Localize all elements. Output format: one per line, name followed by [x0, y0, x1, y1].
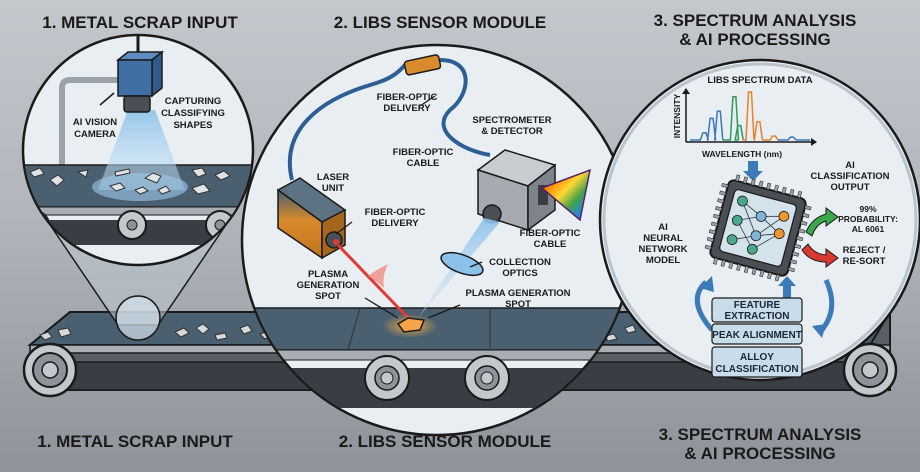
fiber-delivery-top-2: DELIVERY — [383, 103, 431, 114]
ai-output-label-3: OUTPUT — [830, 182, 869, 193]
capture-label-line2: CLASSIFYING — [161, 108, 225, 119]
section2-magnifier: FIBER-OPTIC DELIVERY FIBER-OPTIC CABLE S… — [240, 43, 634, 437]
spectrum-peak-0 — [690, 132, 710, 141]
belt-section2 — [243, 307, 631, 351]
probability-label-3: AL 6061 — [852, 224, 885, 234]
camera-label-line1: AI VISION — [73, 117, 117, 128]
step-1-line1: FEATURE — [734, 300, 781, 311]
spectrum-peak-5 — [743, 91, 755, 141]
capture-label-line3: SHAPES — [173, 120, 212, 131]
laser-unit-label-1: LASER — [317, 172, 349, 183]
down-arrow-icon — [743, 171, 763, 181]
plasma-sample — [396, 317, 426, 333]
fiber-cable-right-2: CABLE — [534, 239, 567, 250]
fiber-optic-cable-left — [288, 63, 407, 181]
spectrum-peak-8 — [778, 136, 797, 141]
spectrum-peak-7 — [762, 135, 779, 141]
fiber-cable-right-1: FIBER-OPTIC — [520, 228, 581, 239]
nn-label-1: AI — [658, 222, 668, 233]
spectrometer-label-1: SPECTROMETER — [472, 115, 551, 126]
collection-optics-label-1: COLLECTION — [489, 257, 551, 268]
plasma-left-label-2: GENERATION — [297, 280, 360, 291]
section1-top-title: 1. METAL SCRAP INPUT — [42, 13, 238, 32]
section3-bottom-title-line1: 3. SPECTRUM ANALYSIS — [659, 425, 862, 444]
collection-optics-lens — [440, 251, 484, 277]
ai-output-label-2: CLASSIFICATION — [811, 171, 890, 182]
collection-optics-label-2: OPTICS — [502, 268, 537, 279]
plasma-left-label-1: PLASMA — [308, 269, 348, 280]
spectrometer-label-2: & DETECTOR — [481, 126, 543, 137]
reject-label-1: REJECT / — [843, 245, 886, 256]
plasma-right-label-2: SPOT — [505, 299, 531, 310]
fiber-cable-label-2: CABLE — [407, 158, 440, 169]
spectrum-title: LIBS SPECTRUM DATA — [707, 75, 812, 86]
section1-magnifier: AI VISION CAMERA CAPTURING CLASSIFYING S… — [21, 33, 255, 341]
fiber-delivery-mid-1: FIBER-OPTIC — [365, 207, 426, 218]
laser-beam — [336, 243, 414, 324]
nn-label-3: NETWORK — [638, 244, 687, 255]
fiber-cable-label-1: FIBER-OPTIC — [393, 147, 454, 158]
reject-arrow-icon — [801, 243, 839, 268]
laser-unit-label-2: UNIT — [322, 183, 344, 194]
y-axis-label: INTENSITY — [672, 93, 682, 138]
step-feature-extraction: FEATURE EXTRACTION — [711, 297, 803, 323]
probability-label-1: 99% — [859, 204, 876, 214]
section3-top-title-line1: 3. SPECTRUM ANALYSIS — [654, 11, 857, 30]
step-alloy-classification: ALLOY CLASSIFICATION — [711, 346, 803, 378]
camera-label-line2: CAMERA — [74, 129, 116, 140]
step-1-line2: EXTRACTION — [725, 311, 790, 322]
camera-light-cone — [98, 110, 185, 190]
spectrum-peak-6 — [753, 121, 764, 141]
nn-label-2: NEURAL — [643, 233, 683, 244]
step-2-line1: PEAK ALIGNMENT — [712, 330, 802, 341]
step-3-line2: CLASSIFICATION — [715, 364, 798, 375]
section2-top-title: 2. LIBS SENSOR MODULE — [334, 13, 547, 32]
spectrum-peak-1 — [706, 117, 717, 141]
plasma-left-label-3: SPOT — [315, 291, 341, 302]
spectrum-peak-2 — [713, 110, 724, 141]
capture-label-line1: CAPTURING — [165, 96, 221, 107]
reject-label-2: RE-SORT — [843, 256, 886, 267]
section3-bottom-title-line2: & AI PROCESSING — [684, 444, 835, 463]
ai-vision-camera-icon — [115, 50, 165, 113]
step-peak-alignment: PEAK ALIGNMENT — [711, 323, 803, 345]
fiber-delivery-top-1: FIBER-OPTIC — [377, 92, 438, 103]
fiber-connector — [403, 54, 442, 76]
probability-label-2: PROBABILITY: — [838, 214, 898, 224]
section1-bottom-title: 1. METAL SCRAP INPUT — [37, 432, 233, 451]
fiber-optic-cable-right — [439, 58, 491, 157]
up-arrow-icon — [778, 276, 796, 286]
section2-bottom-title: 2. LIBS SENSOR MODULE — [339, 432, 552, 451]
prism-icon — [540, 168, 592, 222]
section3-top-title-line2: & AI PROCESSING — [679, 30, 830, 49]
fiber-delivery-mid-2: DELIVERY — [371, 218, 419, 229]
ai-output-label-1: AI — [845, 160, 855, 171]
plasma-right-label-1: PLASMA GENERATION — [465, 288, 570, 299]
spectrum-peak-3 — [722, 96, 740, 141]
nn-label-4: MODEL — [646, 255, 681, 266]
x-axis-label: WAVELENGTH (nm) — [702, 149, 782, 159]
magnifier-lens-small — [115, 295, 161, 341]
camera-pointer-arrow — [99, 92, 115, 106]
accept-arrow-icon — [805, 207, 839, 237]
spectrum-peak-4 — [734, 124, 744, 141]
ai-chip-icon — [704, 174, 812, 282]
libs-spectrum-chart: LIBS SPECTRUM DATA INTENSITY WAVELENGTH … — [672, 75, 817, 159]
section3-magnifier: LIBS SPECTRUM DATA INTENSITY WAVELENGTH … — [598, 58, 920, 382]
step-3-line1: ALLOY — [740, 352, 774, 363]
spectrometer-detector-icon — [476, 149, 592, 232]
